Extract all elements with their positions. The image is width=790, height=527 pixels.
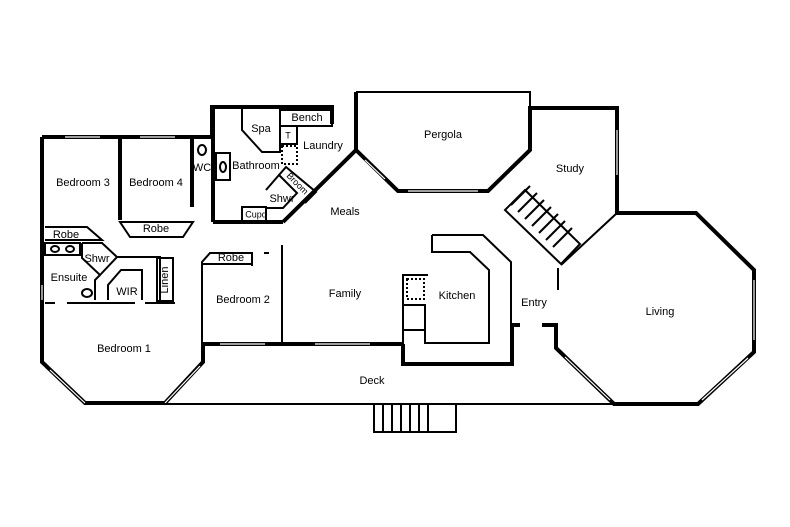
label-living: Living — [646, 306, 675, 318]
label-ensuite: Ensuite — [51, 272, 88, 284]
label-kitchen: Kitchen — [439, 290, 476, 302]
label-meals: Meals — [330, 206, 360, 218]
label-bedroom2: Bedroom 2 — [216, 294, 270, 306]
label-shwr-ensuite: Shwr — [84, 253, 109, 265]
label-entry: Entry — [521, 297, 547, 309]
label-laundry: Laundry — [303, 140, 343, 152]
deck-steps — [373, 403, 457, 433]
label-deck: Deck — [359, 375, 385, 387]
label-robe-bedroom2: Robe — [218, 252, 244, 264]
label-wc: WC — [193, 162, 211, 174]
label-bedroom4: Bedroom 4 — [129, 177, 183, 189]
staircase — [503, 185, 582, 266]
label-wir: WIR — [116, 286, 137, 298]
label-family: Family — [329, 288, 362, 300]
label-pergola: Pergola — [424, 129, 463, 141]
label-bench: Bench — [291, 112, 322, 124]
label-spa: Spa — [251, 123, 271, 135]
label-linen: Linen — [159, 267, 171, 294]
label-shwr-bathroom: Shwr — [269, 193, 294, 205]
label-study: Study — [556, 163, 585, 175]
walls — [40, 91, 756, 433]
label-cupd: Cupd — [245, 209, 267, 219]
label-bedroom1: Bedroom 1 — [97, 343, 151, 355]
label-t: T — [285, 130, 291, 140]
label-bathroom: Bathroom — [232, 160, 280, 172]
label-robe-bedroom1: Robe — [53, 229, 79, 241]
label-robe-bedroom4: Robe — [143, 223, 169, 235]
label-bedroom3: Bedroom 3 — [56, 177, 110, 189]
